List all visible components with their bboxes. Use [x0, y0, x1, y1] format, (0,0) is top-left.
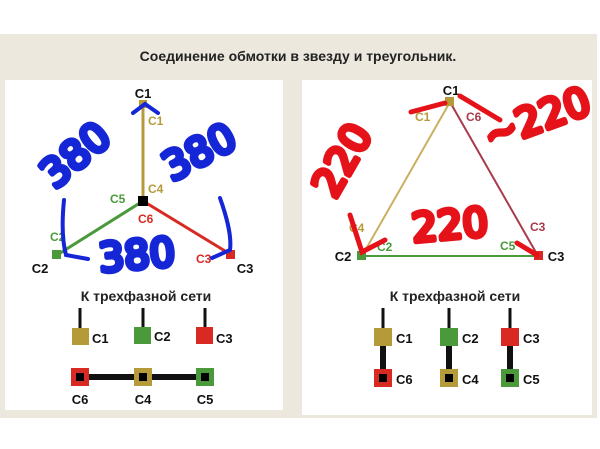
star-terminal-label-c5: C5 [197, 392, 214, 407]
star-winding-c3-c6 [142, 199, 231, 256]
delta-inner-c1: C1 [415, 110, 431, 124]
star-inner-c6: C6 [138, 212, 154, 226]
star-terminal-c3 [196, 327, 213, 344]
delta-terminal-label-c1: C1 [396, 331, 413, 346]
star-terminal-label-c6: C6 [72, 392, 89, 407]
delta-connection-block: К трехфазной сети C1 C2 C3 C6 C4 C5 [374, 288, 540, 387]
star-node-c2 [52, 250, 61, 259]
star-neutral-node [138, 196, 148, 206]
delta-inner-c5: C5 [500, 239, 516, 253]
delta-annotation-c2-c3: 220 [410, 199, 490, 251]
star-winding-c2-c5 [56, 199, 144, 257]
star-inner-c4: C4 [148, 182, 164, 196]
delta-terminal-c3 [501, 328, 519, 346]
delta-winding-c6-c3 [449, 101, 539, 257]
star-network-label: К трехфазной сети [81, 288, 212, 304]
star-terminal-label-c1: C1 [92, 331, 109, 346]
star-inner-c5: C5 [110, 192, 126, 206]
delta-diagram: C1 C2 C3 C1 C6 C4 C2 C5 C3 [335, 83, 565, 264]
star-node-c3 [226, 250, 235, 259]
star-annotation-c2-c3: 380 [97, 229, 177, 281]
star-terminal-c2 [134, 327, 151, 344]
delta-label-c1: C1 [443, 83, 460, 98]
delta-node-c1 [445, 97, 454, 106]
delta-terminal-label-c4: C4 [462, 372, 479, 387]
star-inner-c1: C1 [148, 114, 164, 128]
pen-mark [457, 93, 503, 123]
delta-winding-c1-c4 [361, 101, 451, 257]
delta-terminal-label-c2: C2 [462, 331, 479, 346]
delta-terminal-label-c6: C6 [396, 372, 413, 387]
delta-terminal-c2 [440, 328, 458, 346]
delta-node-c2 [357, 251, 366, 260]
pen-mark [514, 240, 540, 258]
star-label-c2: C2 [32, 261, 49, 276]
pen-mark [408, 100, 448, 115]
star-label-c3: C3 [237, 261, 254, 276]
delta-network-label: К трехфазной сети [390, 288, 521, 304]
pen-mark [60, 198, 90, 261]
pen-mark [131, 101, 160, 115]
star-connection-block: К трехфазной сети C1 C2 C3 C6 C4 C5 [71, 288, 233, 407]
star-terminal-label-c3: C3 [216, 331, 233, 346]
diagram-title: Соединение обмотки в звезду и треугольни… [140, 48, 457, 64]
pen-mark [347, 212, 388, 256]
delta-label-c2: C2 [335, 249, 352, 264]
star-inner-c3: C3 [196, 252, 212, 266]
pen-mark [210, 196, 233, 260]
star-terminal-label-c4: C4 [135, 392, 152, 407]
star-terminal-label-c2: C2 [154, 329, 171, 344]
delta-label-c3: C3 [548, 249, 565, 264]
star-label-c1: C1 [135, 86, 152, 101]
delta-terminal-c1 [374, 328, 392, 346]
delta-terminal-label-c3: C3 [523, 331, 540, 346]
star-terminal-c1 [72, 328, 89, 345]
delta-terminal-label-c5: C5 [523, 372, 540, 387]
delta-inner-c3: C3 [530, 220, 546, 234]
delta-inner-c6: C6 [466, 110, 482, 124]
